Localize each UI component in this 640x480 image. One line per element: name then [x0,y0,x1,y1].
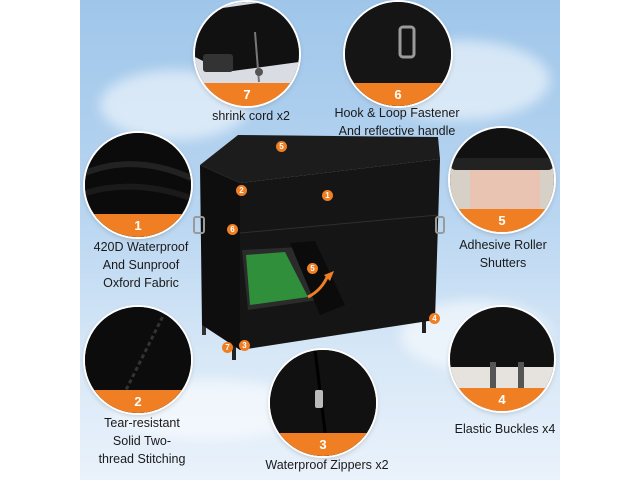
feature-6-image: 6 [345,2,451,106]
front-seam [239,214,439,234]
feature-4-number: 4 [450,388,554,411]
cover-left-side [200,165,240,350]
product-marker: 5 [276,141,287,152]
product-marker: 7 [222,342,233,353]
feature-2-image: 2 [85,307,191,413]
feature-4-image: 4 [450,307,554,411]
right-handle [435,216,445,234]
feature-7-number: 7 [195,83,299,106]
feature-3-number: 3 [270,432,376,456]
feature-5-image: 5 [450,128,554,232]
feature-2-number: 2 [85,389,191,413]
feature-6-number: 6 [345,83,451,106]
rolled-flap [290,241,345,315]
product-marker: 4 [429,313,440,324]
product-marker: 2 [236,185,247,196]
feature-5-number: 5 [450,209,554,232]
feature-4-caption: Elastic Buckles x4 [454,422,556,436]
feature-2-caption: Tear-resistant Solid Two- thread Stitchi… [98,416,186,466]
feature-3-caption: Waterproof Zippers x2 [265,458,389,472]
product-marker: 3 [239,340,250,351]
left-handle [193,216,205,234]
feature-5-caption: Adhesive Roller Shutters [459,238,547,270]
feature-7-caption: shrink cord x2 [212,109,290,123]
inner-green-mat [246,252,308,305]
feature-3-image: 3 [270,350,376,456]
product-illustration [193,135,445,360]
feature-1-number: 1 [85,214,191,237]
feature-6-caption: Hook & Loop Fastener And reflective hand… [334,106,460,138]
feature-1-image: 1 [85,133,191,237]
feature-1-caption: 420D Waterproof And Sunproof Oxford Fabr… [93,240,189,290]
product-marker: 1 [322,190,333,201]
product-marker: 6 [227,224,238,235]
cover-top [200,135,440,183]
feature-7-image: 7 [195,2,299,106]
product-marker: 5 [307,263,318,274]
roll-arrow-head [324,271,334,281]
